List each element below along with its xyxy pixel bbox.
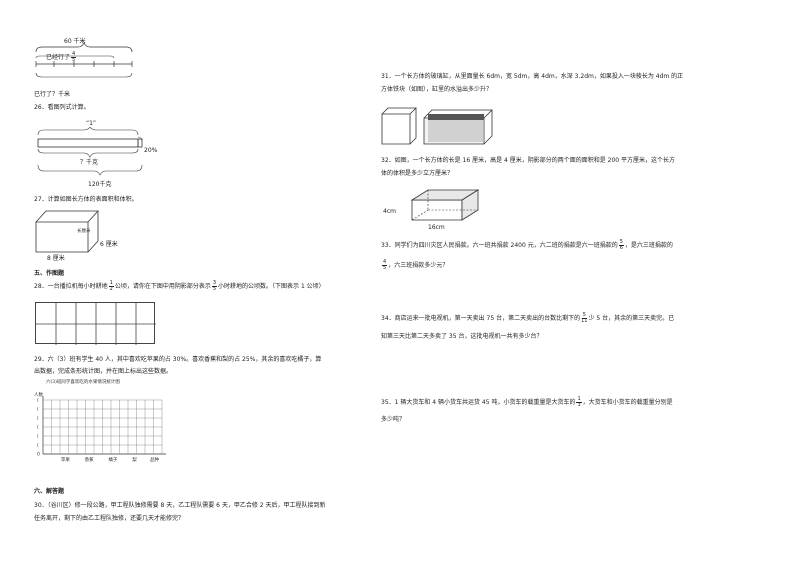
section-6-heading: 六、解答题 [34, 488, 65, 495]
chart-x-tick-label: 香蕉 [85, 456, 94, 463]
q35-line-2: 多少吨？ [381, 416, 406, 423]
chart-y-tick-label: ( [37, 398, 39, 404]
q29-line-1: 29．六（3）班有学生 40 人，其中喜欢吃苹果的占 30%。喜欢香蕉和梨的占 … [34, 356, 322, 363]
q32-line-2: 体的体积是多少立方厘米？ [381, 170, 454, 177]
q32-line-1: 32．如图，一个长方体的长是 16 厘米，高是 4 厘米，阴影部分的两个面的面积… [381, 157, 675, 164]
segment-brace-bottom [35, 72, 133, 78]
chart-y-label: 人数 [34, 393, 43, 398]
q26-part-label: ？千克 [80, 159, 99, 166]
q31-figure [381, 107, 493, 145]
q27-title: 27．计算如图长方体的表面积和体积。 [34, 196, 138, 203]
chart-y-tick-label: 0 [37, 452, 40, 458]
chart-x-tick-label: 苹果 [61, 456, 70, 463]
section-5-heading: 五、作图题 [34, 270, 65, 277]
q29-bar-chart[interactable]: 六(3)班同学喜欢吃的水果情况统计图 人数 ( ( ( ( ( (0 苹果 香蕉 橘子 梨 品种 [34, 380, 174, 470]
total-distance-label: 60 千米 [64, 38, 86, 45]
q32-figure [410, 189, 480, 221]
q32-height-label: 4cm [383, 208, 396, 215]
chart-y-tick-label: ( [37, 425, 39, 431]
chart-y-tick-label: ( [37, 416, 39, 422]
q26-whole-label: “1” [86, 120, 97, 127]
cuboid-figure-q27 [35, 210, 99, 253]
segment-brace-top [35, 42, 133, 67]
chart-y-tick-label: ( [37, 434, 39, 440]
q31-line-1: 31．一个长方体的玻璃缸，从里面量长 6dm，宽 5dm，高 4dm，水深 3.… [381, 73, 684, 80]
chart-y-tick-label: ( [37, 443, 39, 449]
q34-line-2: 知第三天比第二天多卖了 35 台，这批电视机一共有多少台？ [381, 333, 543, 340]
q30-line-2: 任务离开，剩下的由乙工程队独修，还要几天才能修完？ [34, 515, 185, 522]
q26-total-label: 120千克 [88, 181, 112, 188]
remaining-label: 已行了？千米 [34, 91, 71, 98]
q33-line-1: 33．同学们为四川灾区人民捐款。六一班共捐款 2400 元，六二班的捐款是六一班… [381, 239, 673, 251]
q26-title: 26．看图列式计算。 [34, 104, 90, 111]
chart-plot: ( ( ( ( ( (0 苹果 香蕉 橘子 梨 品种 [37, 396, 166, 463]
q31-line-2: 方体铁块（如图），缸里的水溢出多少升？ [381, 86, 493, 93]
chart-y-tick-label: ( [37, 407, 39, 413]
q26-percent-label: 20% [144, 147, 158, 154]
q27-width-label: 6 厘米 [100, 241, 118, 248]
q28-grid[interactable] [35, 302, 156, 345]
q32-length-label: 16cm [428, 224, 445, 231]
chart-title: 六(3)班同学喜欢吃的水果情况统计图 [46, 380, 120, 385]
chart-x-tick-label: 梨 [132, 456, 137, 463]
q27-height-label: 长厘米 [77, 229, 91, 234]
chart-x-tick-label: 橘子 [108, 456, 117, 463]
chart-x-label: 品种 [150, 456, 159, 463]
q26-diagram [37, 127, 143, 176]
q29-line-2: 出数据，完成条形统计图，并在图上标出这些数据。 [34, 368, 173, 375]
q30-line-1: 30．（谷川区）修一段公路，甲工程队独修需要 8 天，乙工程队需要 6 天，甲乙… [34, 502, 326, 509]
q27-length-label: 8 厘米 [47, 255, 65, 262]
